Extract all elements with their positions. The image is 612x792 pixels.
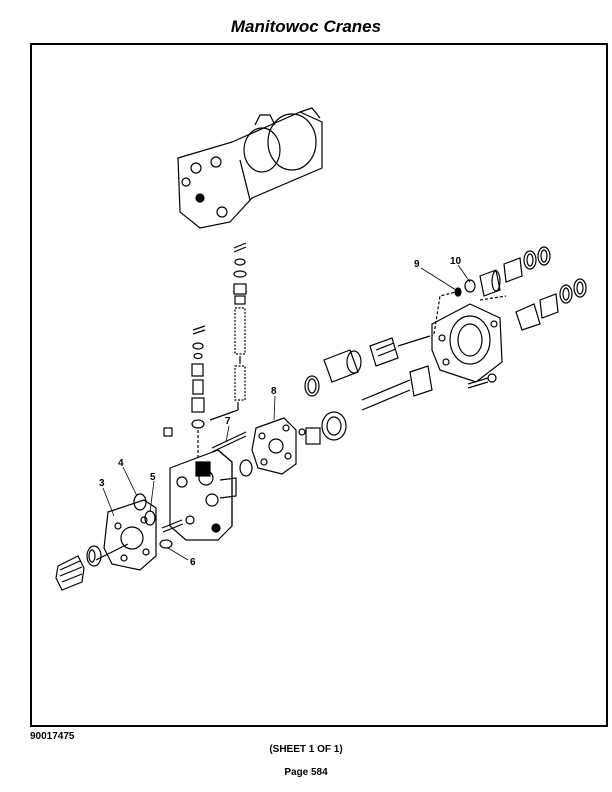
drive-shafts [304,335,433,411]
lower-column-parts [163,325,206,462]
callout-5: 5 [150,472,156,483]
plate-8 [239,411,347,477]
page-header-title: Manitowoc Cranes [230,17,382,36]
motor-assembly [177,107,323,229]
page-number: Page 584 [284,767,328,778]
leader-lines [102,264,471,561]
callout-10: 10 [450,256,462,267]
callout-3: 3 [99,478,105,489]
document-number: 90017475 [30,731,75,742]
callout-6: 6 [190,557,196,568]
drawing-frame [30,43,608,727]
sheet-label: (SHEET 1 OF 1) [269,744,343,755]
o-rings [133,431,247,549]
upper-column-parts [209,242,247,421]
plate-and-gear [55,499,157,591]
callout-9: 9 [414,259,420,270]
gear-housing [431,303,503,389]
pump-body [169,449,237,541]
callout-7: 7 [225,416,231,427]
callout-8: 8 [271,386,277,397]
callout-4: 4 [118,458,124,469]
bearings-right [433,246,587,335]
